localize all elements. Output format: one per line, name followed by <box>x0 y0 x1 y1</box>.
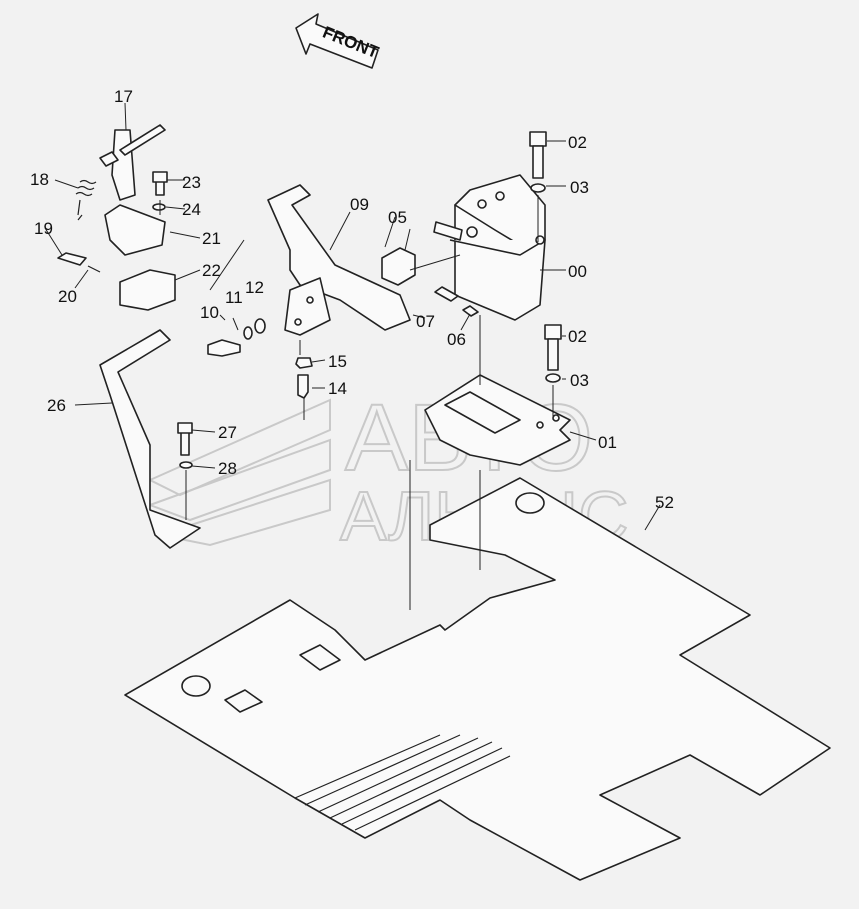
label-03-bottom: 03 <box>570 371 589 390</box>
label-07: 07 <box>416 312 435 331</box>
washer-12 <box>254 318 266 334</box>
label-02-top: 02 <box>568 133 587 152</box>
part-labels: 02 03 00 02 03 01 52 05 09 07 06 10 11 1… <box>30 87 674 512</box>
washer-11 <box>243 326 253 340</box>
floor-hole-2 <box>515 492 545 514</box>
watermark-logo-mark <box>147 398 331 547</box>
label-23: 23 <box>182 173 201 192</box>
pin-07 <box>434 286 459 302</box>
motor-unit <box>433 174 546 321</box>
floor-slot <box>299 644 341 671</box>
label-52: 52 <box>655 493 674 512</box>
lever-17 <box>99 124 166 201</box>
label-20: 20 <box>58 287 77 306</box>
label-15: 15 <box>328 352 347 371</box>
label-18: 18 <box>30 170 49 189</box>
bolt-10 <box>207 339 241 357</box>
bolt-23 <box>152 171 168 196</box>
bolt-14 <box>297 374 309 399</box>
label-21: 21 <box>202 229 221 248</box>
pin-20 <box>87 265 101 273</box>
label-26: 26 <box>47 396 66 415</box>
spring-18 <box>75 179 97 221</box>
label-22: 22 <box>202 261 221 280</box>
nut-15 <box>295 357 313 369</box>
block-22 <box>119 269 176 311</box>
washer-24 <box>152 203 166 211</box>
label-24: 24 <box>182 200 201 219</box>
label-09: 09 <box>350 195 369 214</box>
label-02-bottom: 02 <box>568 327 587 346</box>
label-14: 14 <box>328 379 347 398</box>
label-06: 06 <box>447 330 466 349</box>
label-17: 17 <box>114 87 133 106</box>
bracket-21 <box>104 204 166 256</box>
pin-19 <box>57 252 87 266</box>
label-10: 10 <box>200 303 219 322</box>
label-27: 27 <box>218 423 237 442</box>
pedal-09 <box>267 184 411 331</box>
label-01: 01 <box>598 433 617 452</box>
label-00: 00 <box>568 262 587 281</box>
handle-26 <box>99 329 201 549</box>
block-05 <box>381 247 416 286</box>
pin-06 <box>462 305 479 317</box>
floor-plate <box>124 477 831 881</box>
label-28: 28 <box>218 459 237 478</box>
label-05: 05 <box>388 208 407 227</box>
bolt-02-lower <box>544 324 562 383</box>
front-arrow: FRONT <box>295 13 382 69</box>
floor-hole <box>181 675 211 697</box>
label-12: 12 <box>245 278 264 297</box>
label-19: 19 <box>34 219 53 238</box>
label-11: 11 <box>225 288 243 307</box>
bolt-02-upper <box>529 131 547 193</box>
label-03-top: 03 <box>570 178 589 197</box>
